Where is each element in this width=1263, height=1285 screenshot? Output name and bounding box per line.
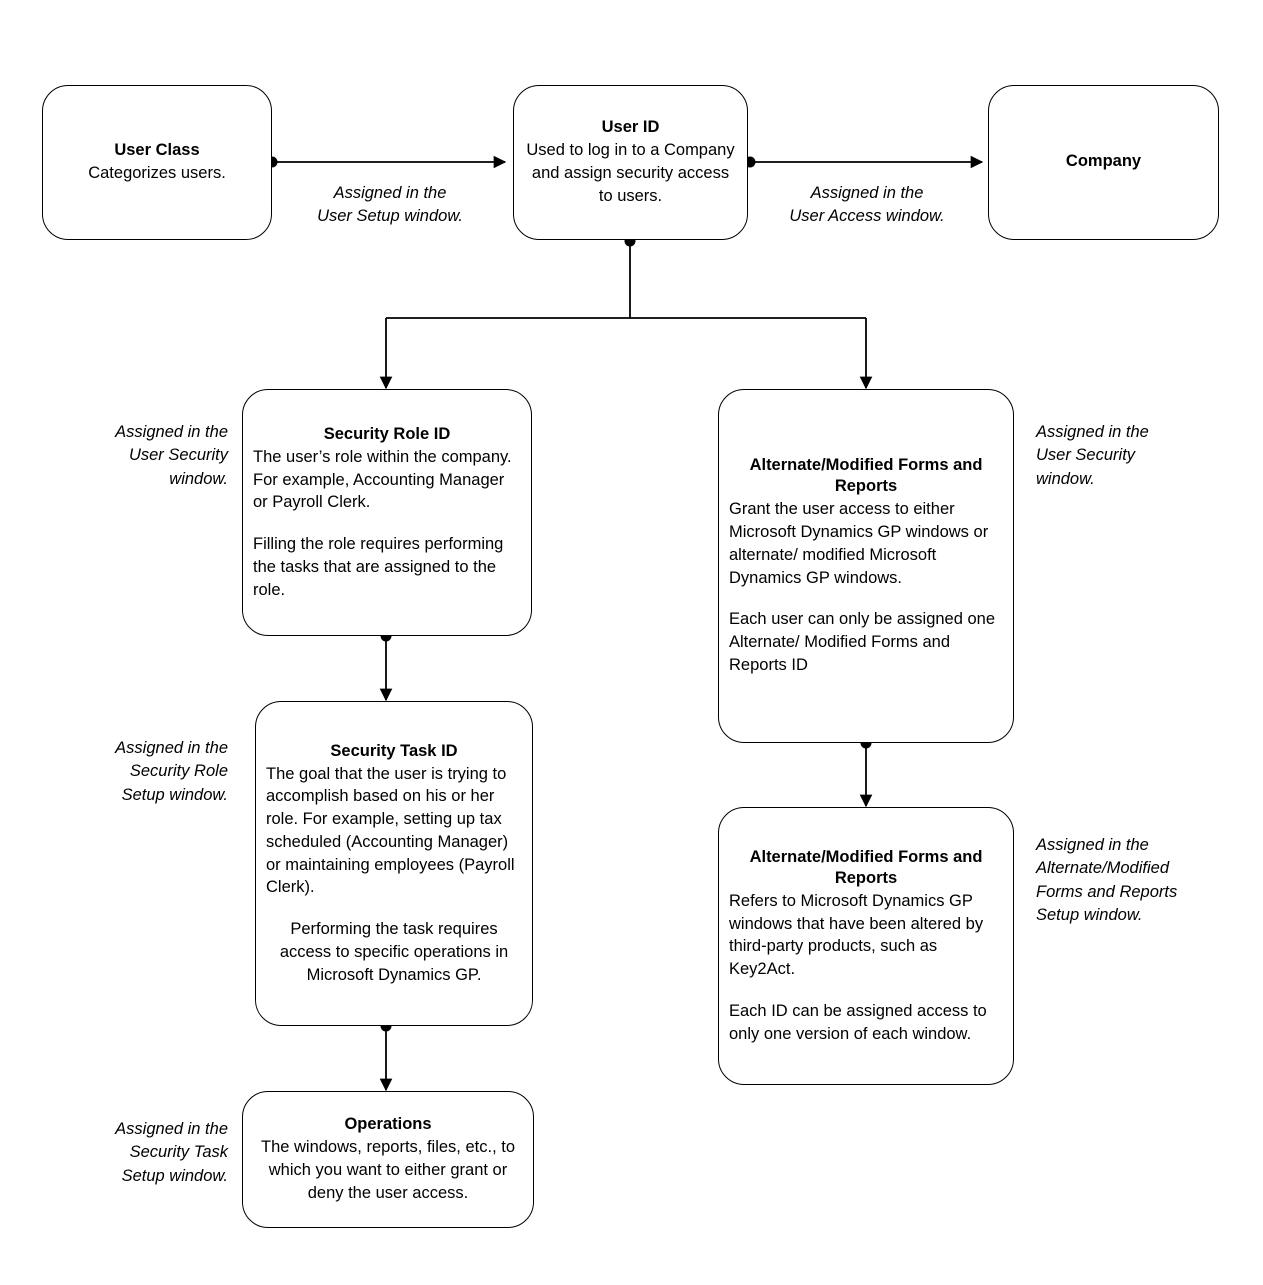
node-alt-forms-bottom[interactable]: Alternate/Modified Forms and Reports Ref… (718, 807, 1014, 1085)
annotation-security-task-setup-window: Assigned in the Security Task Setup wind… (115, 1120, 228, 1185)
node-user-id-body: Used to log in to a Company and assign s… (526, 141, 735, 205)
annotation-security-role-setup-window: Assigned in the Security Role Setup wind… (115, 739, 228, 804)
node-security-task-id-title: Security Task ID (330, 741, 458, 760)
node-alt-forms-bottom-title: Alternate/Modified Forms and Reports (749, 847, 983, 887)
connector-role-to-task (379, 630, 393, 702)
node-user-id[interactable]: User ID Used to log in to a Company and … (513, 85, 748, 240)
connector-altforms-to-altforms (859, 737, 873, 808)
node-security-role-id-title: Security Role ID (323, 424, 451, 443)
annotation-alt-forms-setup-window: Assigned in the Alternate/Modified Forms… (1036, 836, 1178, 925)
node-security-task-id-body: The goal that the user is trying to acco… (266, 764, 515, 984)
connector-userclass-to-userid (266, 155, 507, 169)
node-alt-forms-top-body: Grant the user access to either Microsof… (729, 500, 996, 675)
node-alt-forms-bottom-body: Refers to Microsoft Dynamics GP windows … (729, 891, 987, 1043)
annotation-user-security-window-right: Assigned in the User Security window. (1036, 423, 1149, 488)
annotation-user-access-window: Assigned in the User Access window. (789, 184, 945, 226)
node-alt-forms-top[interactable]: Alternate/Modified Forms and Reports Gra… (718, 389, 1014, 743)
connector-userid-to-company (744, 155, 984, 169)
node-user-class-body: Categorizes users. (88, 164, 226, 183)
node-operations-title: Operations (344, 1115, 432, 1134)
node-operations[interactable]: Operations The windows, reports, files, … (242, 1091, 534, 1228)
annotation-user-setup-window: Assigned in the User Setup window. (317, 184, 463, 226)
annotation-user-security-window-left: Assigned in the User Security window. (115, 423, 228, 488)
connector-userid-branch (379, 235, 873, 390)
connector-task-to-operations (379, 1020, 393, 1092)
node-company-title: Company (1065, 152, 1142, 171)
node-user-id-title: User ID (601, 118, 660, 137)
node-security-role-id[interactable]: Security Role ID The user’s role within … (242, 389, 532, 636)
node-security-role-id-body: The user’s role within the company. For … (253, 447, 512, 599)
node-operations-body: The windows, reports, files, etc., to wh… (260, 1138, 516, 1202)
node-alt-forms-top-title: Alternate/Modified Forms and Reports (749, 456, 983, 496)
node-security-task-id[interactable]: Security Task ID The goal that the user … (255, 701, 533, 1026)
node-user-class-title: User Class (114, 141, 200, 160)
node-company[interactable]: Company (988, 85, 1219, 240)
node-user-class[interactable]: User Class Categorizes users. (42, 85, 272, 240)
